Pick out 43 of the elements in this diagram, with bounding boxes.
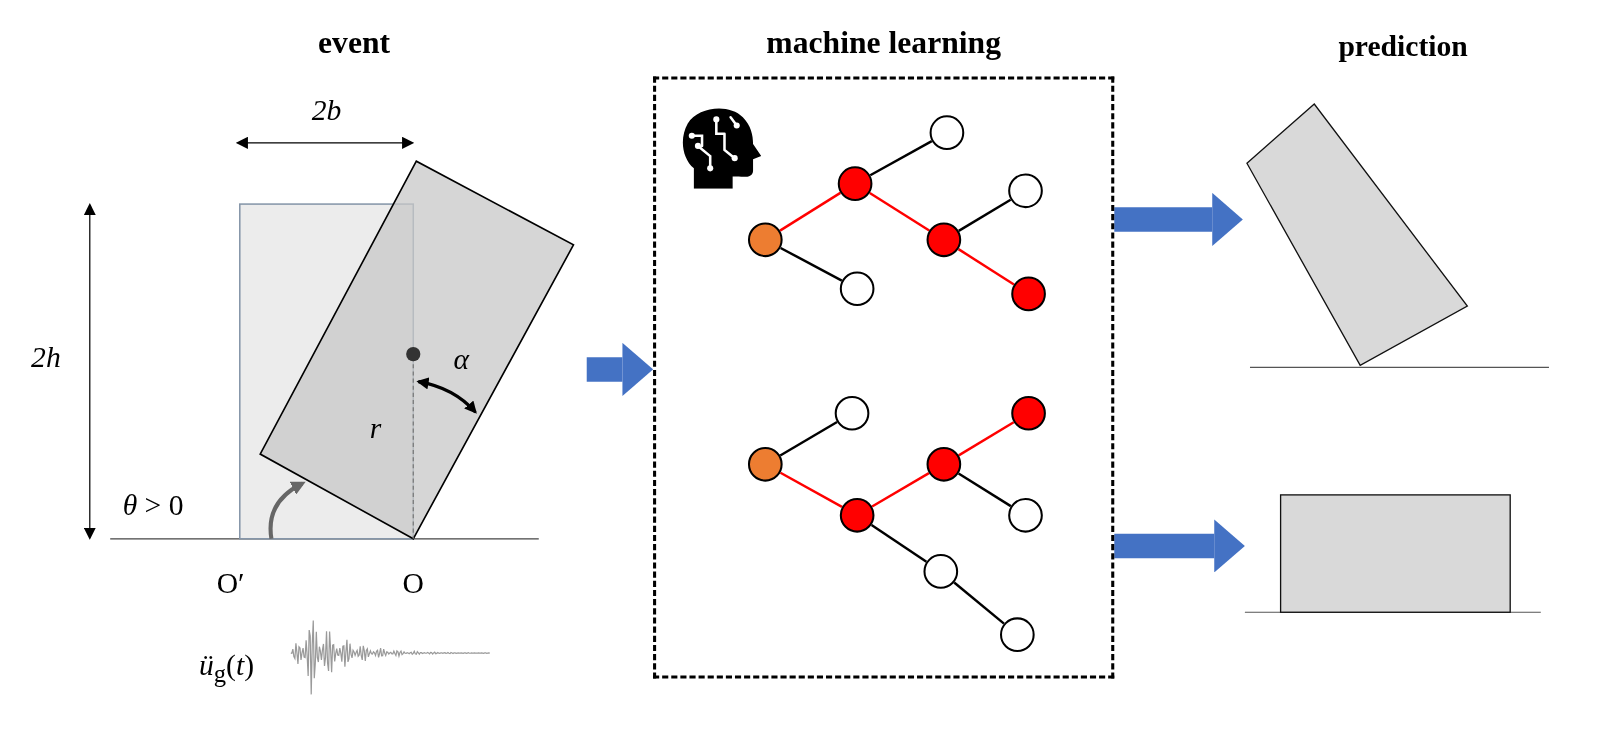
tree-node <box>1011 276 1046 312</box>
panel-heading: prediction <box>1338 31 1468 61</box>
point-label: O′ <box>216 568 245 599</box>
tree-node <box>1008 173 1043 209</box>
ground-motion-label: ü$_{g}$(t) <box>199 650 255 687</box>
tree-node <box>839 271 875 307</box>
tree-branch-line <box>958 421 1015 457</box>
radius-label: r <box>369 413 382 444</box>
tree-branch-line <box>779 191 842 232</box>
tree-node <box>929 115 965 150</box>
tree-branch-line <box>870 523 928 563</box>
tree-branch-line <box>779 421 838 457</box>
tree-node <box>1008 497 1043 533</box>
point-label: O <box>402 568 424 599</box>
standing-block-drawing <box>1244 492 1541 616</box>
tree-branch-line <box>869 191 930 232</box>
panel-heading: event <box>318 24 391 62</box>
panel-heading: machine learning <box>766 24 1001 62</box>
tree-branch-line <box>957 248 1015 286</box>
block-arrow <box>1114 192 1243 246</box>
tree-node <box>926 222 962 258</box>
tree-branch-line <box>871 472 930 508</box>
tree-branch-line <box>779 471 843 508</box>
block-arrow <box>1114 519 1245 573</box>
block-arrow <box>586 342 654 396</box>
tree-branch-line <box>953 581 1005 625</box>
tree-node <box>1011 395 1046 431</box>
tree-branch-line <box>780 246 843 282</box>
tree-node <box>923 554 959 589</box>
tree-node <box>1000 617 1035 653</box>
tree-branch-line <box>958 198 1012 232</box>
tree-branch-line <box>869 140 933 177</box>
tree-node <box>839 497 875 533</box>
angle-label: θ > 0 <box>122 490 184 520</box>
angle-label: α <box>453 344 469 374</box>
tree-node <box>747 222 783 258</box>
tree-node <box>926 446 962 482</box>
tree-branch-line <box>957 472 1012 508</box>
tree-node <box>747 446 783 482</box>
dimension-label: 2b <box>311 95 342 125</box>
tree-node <box>837 166 873 201</box>
tree-node <box>834 395 870 431</box>
dimension-label: 2h <box>31 342 61 372</box>
